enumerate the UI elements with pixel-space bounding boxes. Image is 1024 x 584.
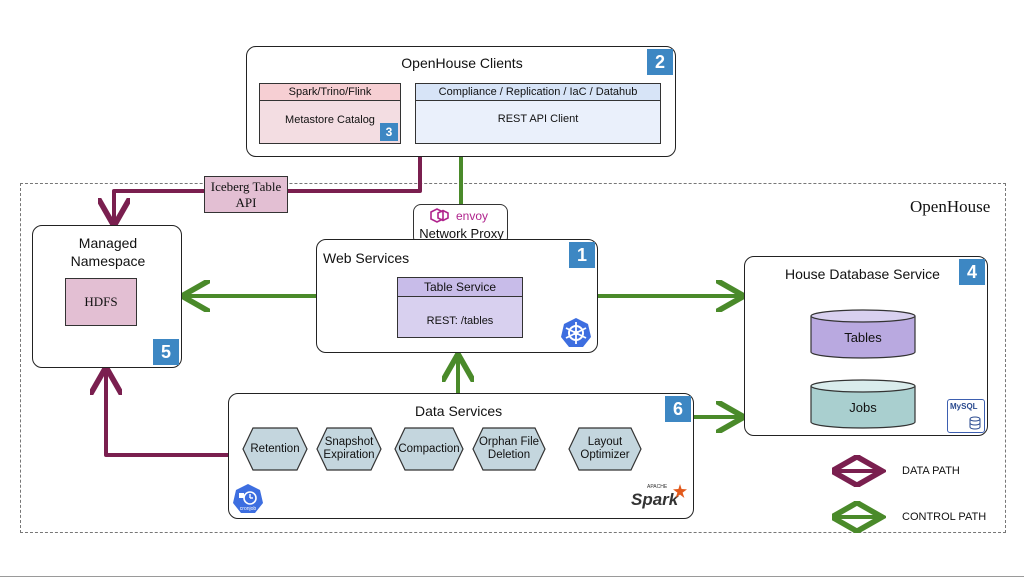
openhouse-clients-box: OpenHouse Clients 2 Spark/Trino/Flink Me… [246,46,676,157]
compaction-label: Compaction [398,442,460,455]
spark-icon: APACHE Spark [631,484,687,514]
table-service-body: REST: /tables [426,315,494,327]
mysql-icon: MySQL [947,399,985,433]
data-services-to-namespace [106,371,229,457]
envoy-logo-text: envoy [456,209,489,223]
data-services-badge: 6 [665,396,691,422]
namespace-title-line1: Managed [78,235,138,251]
jobs-label: Jobs [849,400,877,415]
namespace-title: Managed Namespace [33,234,183,270]
spark-small-text: APACHE [647,484,668,490]
legend-data-path-label: DATA PATH [902,465,960,477]
metastore-badge: 3 [380,123,398,141]
web-services-title: Web Services [323,250,410,266]
house-db-title: House Database Service [785,266,940,282]
rest-api-client-pane: Compliance / Replication / IaC / Datahub… [415,83,661,144]
envoy-network-proxy: envoy Network Proxy [413,204,508,245]
metastore-body: Metastore Catalog [285,114,375,126]
hex-compaction [394,427,464,471]
web-services-badge: 1 [569,242,595,268]
web-services-box: Web Services 1 Table Service REST: /tabl… [316,239,598,353]
rest-header: Compliance / Replication / IaC / Datahub [416,84,660,101]
kubernetes-icon [561,318,591,347]
iceberg-line2: API [235,195,257,210]
hex-orphan-file-deletion [472,427,546,471]
iceberg-line1: Iceberg Table [210,179,282,194]
metastore-header: Spark/Trino/Flink [260,84,400,101]
namespace-title-line2: Namespace [70,253,146,269]
metastore-catalog-pane: Spark/Trino/Flink Metastore Catalog 3 [259,83,401,144]
envoy-icon [430,208,449,223]
hexagon-layer [242,427,642,471]
hex-layout-optimizer [568,427,642,471]
iceberg-table-api: Iceberg Table API [204,176,288,213]
house-db-badge: 4 [959,259,985,285]
cronjob-icon: cronjob [231,482,265,516]
tables-cylinder [810,309,916,359]
envoy-label: Network Proxy [419,226,504,241]
bottom-rule [0,576,1024,577]
table-service-pane: Table Service REST: /tables [397,277,523,338]
hdfs-box: HDFS [65,278,137,326]
table-service-header: Table Service [398,278,522,297]
data-services-title: Data Services [415,403,503,419]
rest-body: REST API Client [497,113,579,125]
house-database-service-box: House Database Service 4 Tables Jobs MyS… [744,256,988,436]
jobs-cylinder [810,379,916,429]
cronjob-label: cronjob [239,506,257,512]
hex-snapshot-expiration [316,427,382,471]
retention-label: Retention [250,442,300,455]
managed-namespace-box: Managed Namespace HDFS 5 [32,225,182,368]
spark-logo-text: Spark [631,490,679,509]
hex-retention [242,427,308,471]
openhouse-boundary [20,183,1006,533]
mysql-logo-text: MySQL [950,402,978,411]
namespace-badge: 5 [153,339,179,365]
legend-control-path-label: CONTROL PATH [902,511,987,523]
tables-label: Tables [844,330,882,345]
clients-badge: 2 [647,49,673,75]
clients-title: OpenHouse Clients [401,55,523,71]
openhouse-label: OpenHouse [910,197,991,216]
